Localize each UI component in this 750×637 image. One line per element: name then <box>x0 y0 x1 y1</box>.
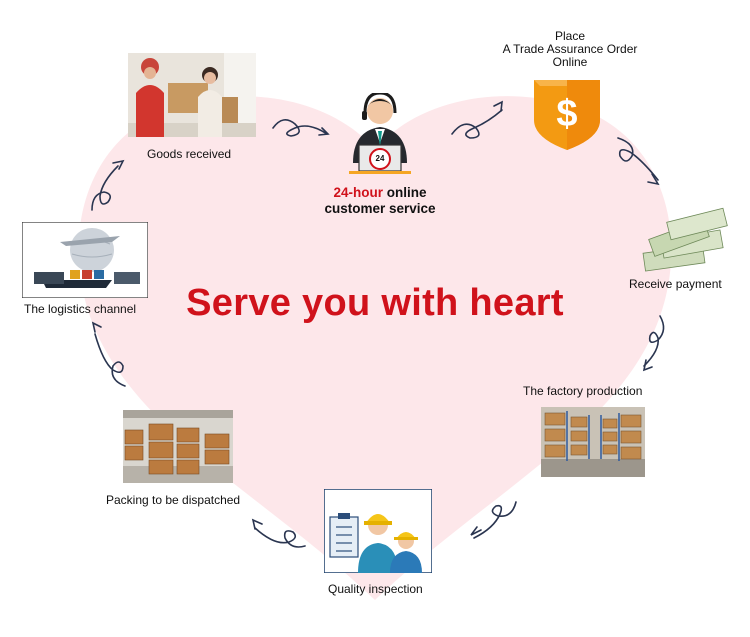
money-stack-icon <box>640 205 730 273</box>
clock-24-badge: 24 <box>375 154 385 163</box>
quality-inspection-image <box>323 488 433 574</box>
factory-production-label: The factory production <box>523 384 643 398</box>
place-order-line3: Online <box>552 55 588 69</box>
arrow-5 <box>470 501 517 539</box>
svg-text:$: $ <box>556 93 577 135</box>
arrow-3 <box>617 137 660 186</box>
customer-service-rest: online <box>386 185 427 200</box>
place-order-line1: Place <box>554 29 586 43</box>
place-order-line2: A Trade Assurance Order <box>502 42 638 56</box>
goods-received-image <box>128 53 256 137</box>
packing-label: Packing to be dispatched <box>106 493 241 507</box>
arrow-1 <box>272 119 330 137</box>
packing-warehouse-image <box>123 410 233 483</box>
arrow-6 <box>251 518 306 548</box>
quality-inspection-label: Quality inspection <box>328 582 423 596</box>
customer-service-highlight: 24-hour <box>333 185 383 200</box>
main-title: Serve you with heart <box>186 282 564 324</box>
customer-service-line2: customer service <box>324 201 436 216</box>
customer-service-icon: 24 <box>345 91 415 179</box>
logistics-label: The logistics channel <box>24 302 137 316</box>
place-order-label: Place A Trade Assurance Order Online <box>480 30 660 69</box>
customer-service-label: 24-hour online customer service <box>300 185 460 217</box>
goods-received-label: Goods received <box>147 147 232 161</box>
arrow-2 <box>451 100 503 139</box>
receive-payment-label: Receive payment <box>629 277 722 291</box>
arrow-7 <box>91 321 126 387</box>
arrow-8 <box>91 159 125 211</box>
arrow-4 <box>642 315 665 372</box>
trade-assurance-shield-icon: $ <box>530 76 604 150</box>
factory-warehouse-image <box>541 407 645 477</box>
logistics-image <box>21 221 149 299</box>
